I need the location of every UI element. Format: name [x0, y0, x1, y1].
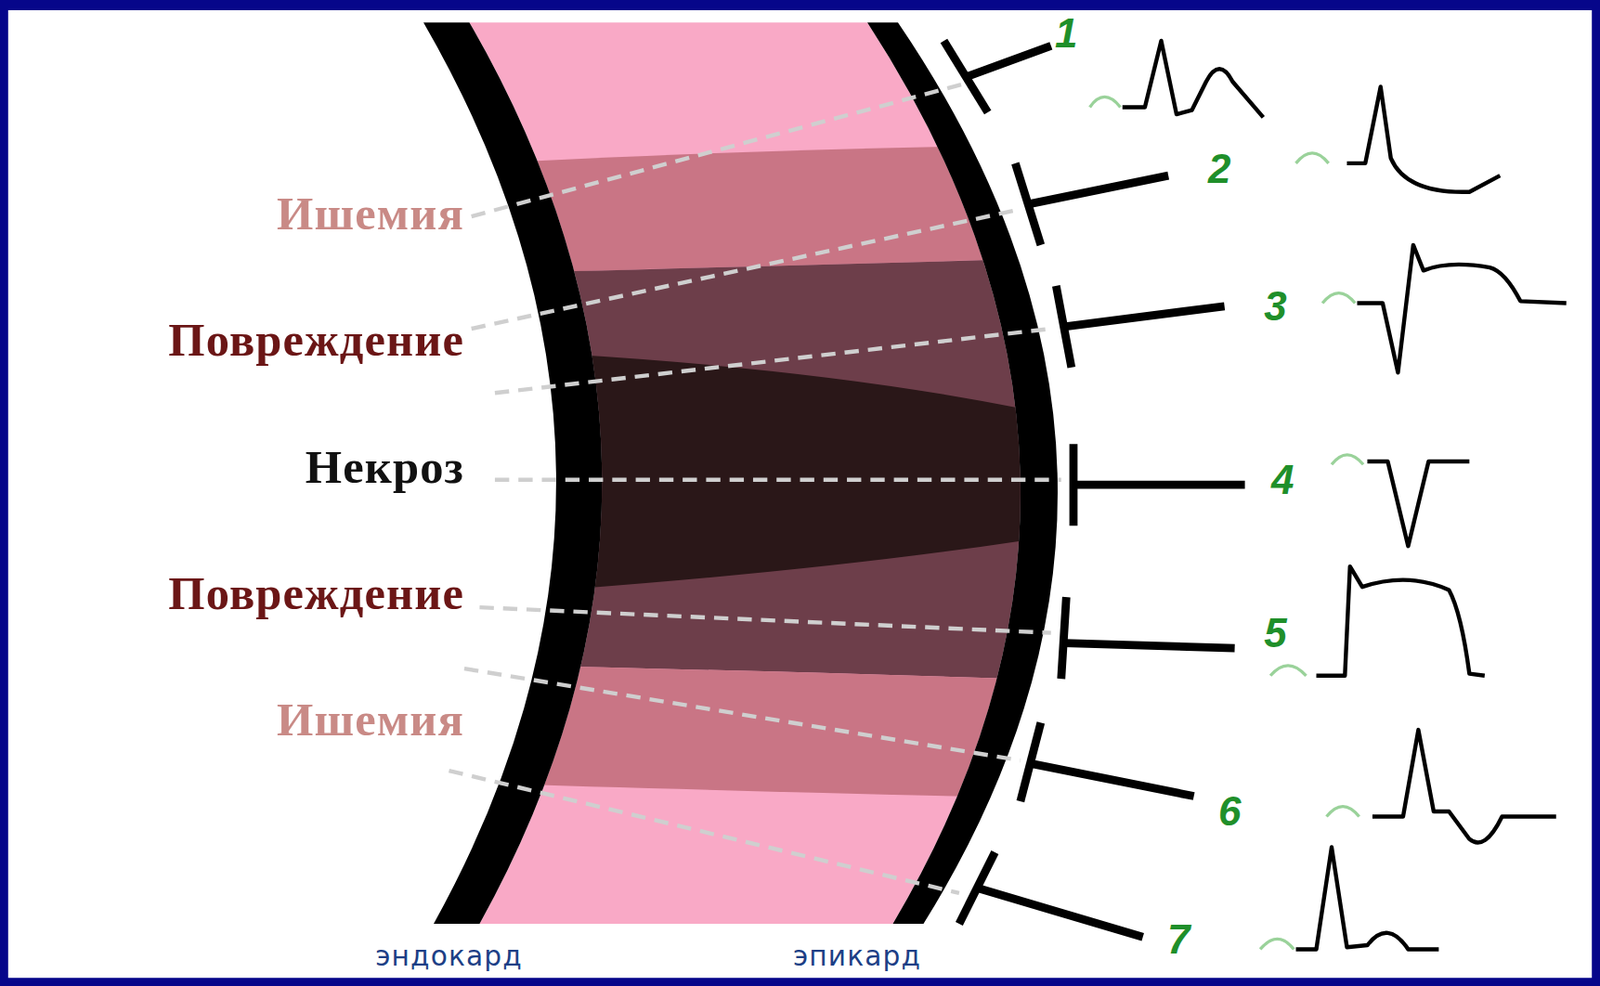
zone-label: Повреждение: [168, 571, 465, 619]
callout-number: 6: [1218, 791, 1241, 833]
callout-number: 7: [1167, 918, 1190, 960]
callout-number: 4: [1271, 459, 1294, 501]
layer-label: эпикард: [793, 941, 922, 970]
zone-label: Некроз: [305, 443, 465, 492]
zone-label: Ишемия: [276, 696, 465, 744]
layer-label: эндокард: [375, 941, 523, 970]
callout-number: 5: [1263, 612, 1287, 654]
callout-number: 3: [1263, 286, 1287, 327]
callout-number: 1: [1054, 12, 1078, 53]
zone-label: Повреждение: [168, 316, 465, 365]
callout-number: 2: [1208, 147, 1231, 189]
zone-label: Ишемия: [276, 191, 465, 239]
